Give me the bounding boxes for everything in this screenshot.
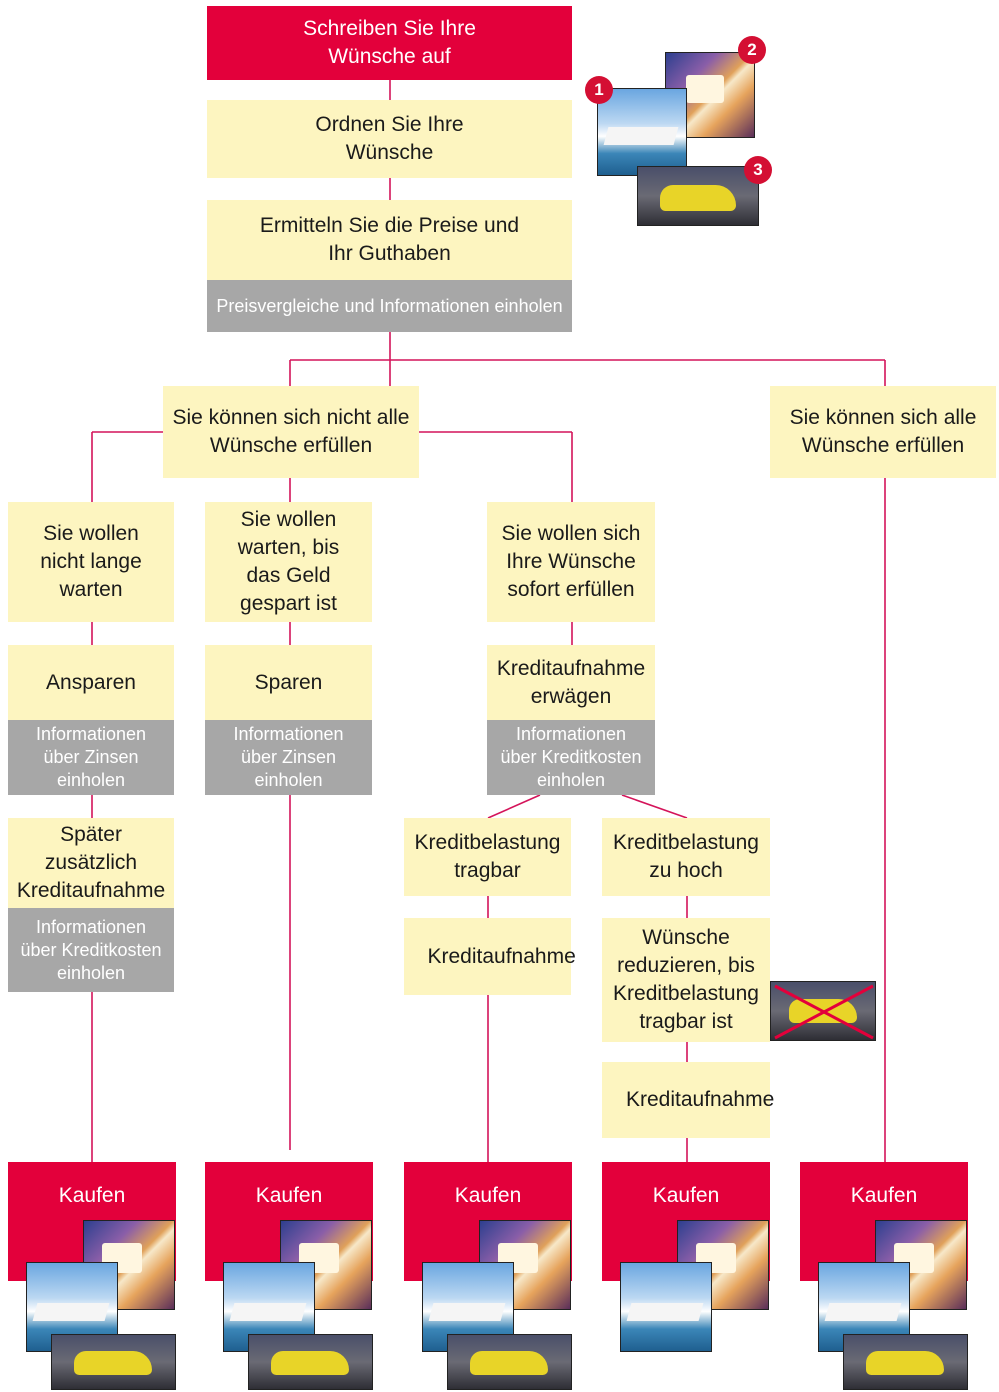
car-body-icon (866, 1351, 944, 1375)
car-body-icon (74, 1351, 152, 1375)
col3-want: Sie wollen sich Ihre Wünsche sofort erfü… (487, 502, 655, 622)
buy-label: Kaufen (850, 1184, 918, 1207)
col1-want-label: Sie wollen nicht lange warten (40, 522, 142, 601)
ship-hull-icon (32, 1303, 110, 1321)
col1-info-label: Informationen über Zinsen einholen (35, 724, 147, 790)
ship-hull-icon (626, 1303, 704, 1321)
step-prices-info: Preisvergleiche und Informationen einhol… (207, 280, 572, 332)
credit-high-reduce-label: Wünsche reduzieren, bis Kreditbelastung … (613, 926, 759, 1033)
col3-action-label: Kreditaufnahme erwägen (496, 656, 646, 708)
badge-3: 3 (744, 156, 772, 184)
col2-action-label: Sparen (254, 670, 323, 694)
step-determine-prices-label: Ermitteln Sie die Preise und Ihr Guthabe… (259, 214, 520, 265)
ship-hull-icon (229, 1303, 307, 1321)
buy-label: Kaufen (454, 1184, 522, 1207)
credit-ok-next-label: Kreditaufnahme (427, 944, 576, 968)
col3-info: Informationen über Kreditkosten einholen (487, 720, 655, 795)
credit-high-reduce: Wünsche reduzieren, bis Kreditbelastung … (602, 918, 770, 1042)
credit-high-next: Kreditaufnahme (602, 1062, 775, 1138)
yellow-car-photo-icon (51, 1334, 176, 1390)
col3-action: Kreditaufnahme erwägen (487, 645, 655, 720)
col2-want: Sie wollen warten, bis das Geld gespart … (205, 502, 372, 622)
car-body-icon (271, 1351, 349, 1375)
tv-photo-icon (665, 52, 755, 138)
col3-want-label: Sie wollen sich Ihre Wünsche sofort erfü… (501, 522, 641, 601)
step-prices-info-label: Preisvergleiche und Informationen einhol… (216, 295, 563, 316)
step-order-wishes-label: Ordnen Sie Ihre Wünsche (315, 113, 464, 164)
credit-ok: Kreditbelastung tragbar (404, 818, 571, 896)
credit-ok-next: Kreditaufnahme (404, 918, 576, 995)
buy-label: Kaufen (652, 1184, 720, 1207)
ship-hull-icon (428, 1303, 506, 1321)
car-body-icon (470, 1351, 548, 1375)
tv-screen-icon (686, 75, 724, 103)
buy-label: Kaufen (58, 1184, 126, 1207)
credit-high-label: Kreditbelastung zu hoch (613, 831, 759, 882)
col1-later-info: Informationen über Kreditkosten einholen (8, 908, 174, 992)
branch-can-fulfill: Sie können sich alle Wünsche erfüllen (770, 386, 996, 478)
col2-action: Sparen (205, 645, 372, 720)
col2-want-label: Sie wollen warten, bis das Geld gespart … (237, 508, 340, 615)
cross-mark-icon (774, 984, 874, 1040)
badge-1: 1 (585, 76, 613, 104)
col1-later-info-label: Informationen über Kreditkosten einholen (20, 916, 162, 983)
step-order-wishes: Ordnen Sie Ihre Wünsche (207, 100, 572, 178)
col1-action: Ansparen (8, 645, 174, 720)
col1-info: Informationen über Zinsen einholen (8, 720, 174, 795)
step-write-wishes: Schreiben Sie Ihre Wünsche auf (207, 6, 572, 80)
credit-ok-label: Kreditbelastung tragbar (414, 831, 561, 882)
cruise-ship-photo-icon (620, 1262, 712, 1352)
yellow-car-photo-icon (447, 1334, 572, 1390)
branch-cannot-fulfill: Sie können sich nicht alle Wünsche erfül… (163, 386, 419, 478)
col1-later: Später zusätzlich Kreditaufnahme (8, 818, 174, 908)
step-write-wishes-label: Schreiben Sie Ihre Wünsche auf (303, 17, 476, 68)
branch-can-fulfill-label: Sie können sich alle Wünsche erfüllen (789, 406, 977, 457)
col2-info-label: Informationen über Zinsen einholen (233, 724, 344, 790)
col2-info: Informationen über Zinsen einholen (205, 720, 372, 795)
buy-label: Kaufen (255, 1184, 323, 1207)
col1-action-label: Ansparen (46, 670, 136, 694)
badge-2: 2 (738, 36, 766, 64)
col3-info-label: Informationen über Kreditkosten einholen (500, 724, 642, 790)
crossed-out-car-icon (770, 981, 876, 1041)
yellow-car-photo-icon (637, 166, 759, 226)
step-determine-prices: Ermitteln Sie die Preise und Ihr Guthabe… (207, 200, 572, 280)
credit-high-next-label: Kreditaufnahme (626, 1088, 775, 1111)
ship-hull-icon (603, 127, 679, 145)
col1-want: Sie wollen nicht lange warten (8, 502, 174, 622)
car-body-icon (660, 185, 736, 211)
col1-later-label: Später zusätzlich Kreditaufnahme (16, 823, 166, 902)
yellow-car-photo-icon (843, 1334, 968, 1390)
ship-hull-icon (824, 1303, 902, 1321)
yellow-car-photo-icon (248, 1334, 373, 1390)
branch-cannot-fulfill-label: Sie können sich nicht alle Wünsche erfül… (172, 406, 410, 457)
credit-high: Kreditbelastung zu hoch (602, 818, 770, 896)
cruise-ship-photo-icon (597, 88, 687, 176)
